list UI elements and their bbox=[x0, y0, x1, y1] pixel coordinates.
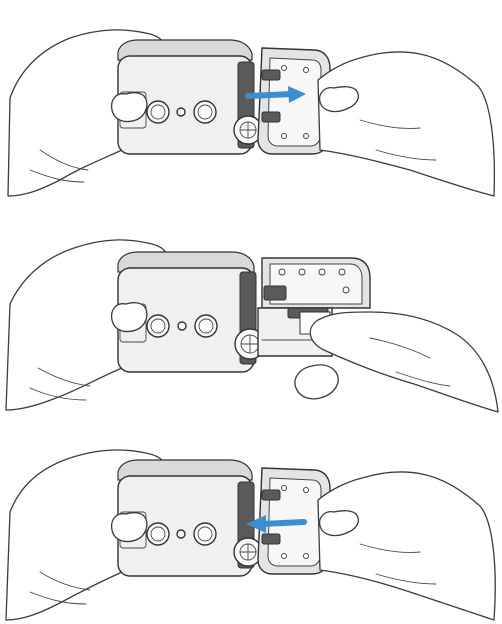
left-thumb bbox=[110, 92, 148, 123]
port-center bbox=[176, 107, 186, 117]
device-body-top bbox=[117, 459, 253, 481]
left-thumb bbox=[110, 302, 148, 333]
port-left bbox=[146, 100, 170, 124]
port-right bbox=[193, 100, 217, 124]
device-body-top bbox=[117, 39, 253, 61]
step-1-open-cover-panel bbox=[0, 0, 502, 208]
arrow-right bbox=[245, 91, 295, 99]
port-left bbox=[146, 522, 170, 546]
step-3-drawing bbox=[5, 449, 496, 621]
left-thumb bbox=[110, 512, 148, 543]
step-2-insert-panel bbox=[0, 208, 502, 416]
right-thumb bbox=[318, 510, 359, 537]
right-hand bbox=[317, 51, 495, 197]
step-3-close-cover-panel bbox=[0, 416, 502, 624]
right-thumb bbox=[318, 86, 359, 113]
right-thumb bbox=[294, 364, 339, 400]
port-center bbox=[176, 529, 186, 539]
right-hand bbox=[309, 311, 499, 413]
step-1-drawing bbox=[7, 29, 495, 197]
device-body-top bbox=[117, 251, 255, 273]
port-right bbox=[193, 522, 217, 546]
port-center bbox=[177, 321, 187, 331]
arrow-left bbox=[259, 519, 307, 527]
step-2-drawing bbox=[5, 239, 499, 413]
right-hand bbox=[317, 471, 496, 621]
port-left bbox=[146, 314, 170, 338]
port-right bbox=[194, 314, 218, 338]
